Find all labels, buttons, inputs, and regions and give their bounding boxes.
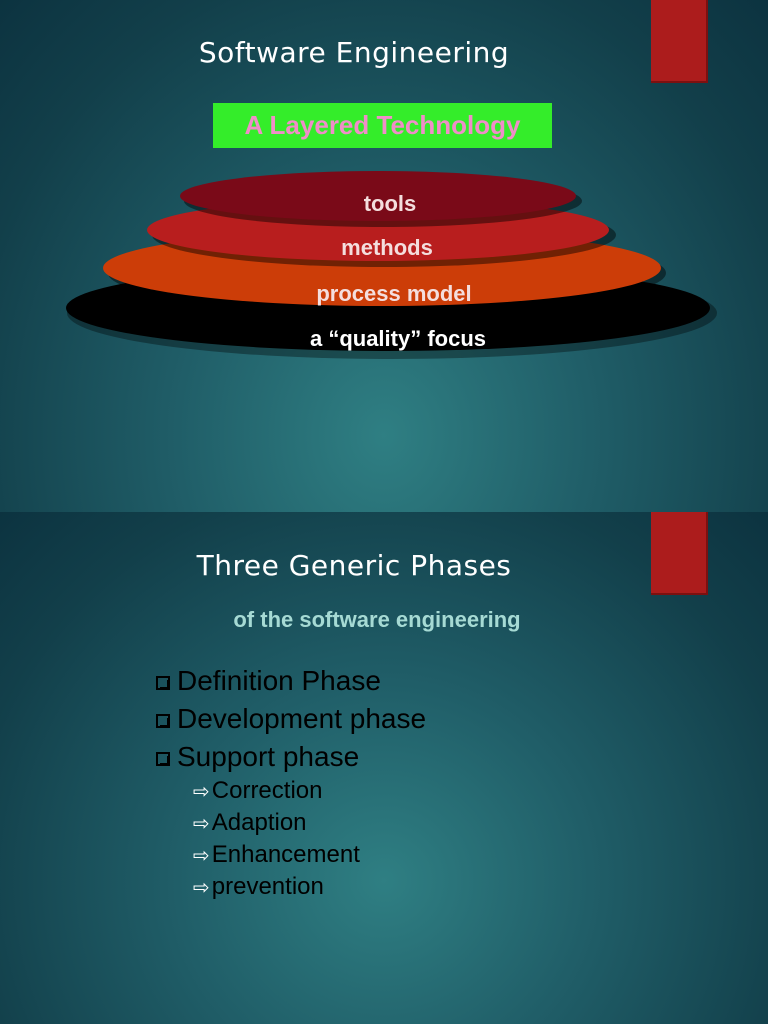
slide-software-engineering: Software Engineering A Layered Technolog…: [0, 0, 768, 512]
list-item: ⇨ prevention: [193, 871, 360, 903]
subtitle-banner: A Layered Technology: [213, 103, 552, 148]
layer-label: tools: [364, 191, 417, 216]
phase-list: Definition Phase Development phase Suppo…: [156, 662, 426, 776]
accent-block: [651, 0, 708, 83]
list-item: ⇨ Enhancement: [193, 839, 360, 871]
sub-item-label: Correction: [211, 777, 323, 804]
layer-diagram: a “quality” focus process model methods …: [66, 171, 717, 359]
slide-generic-phases: Three Generic Phases: [0, 512, 768, 1024]
accent-block: [651, 512, 708, 595]
subtitle-text: A Layered Technology: [244, 110, 521, 140]
layer-label: process model: [316, 281, 471, 306]
sub-item-label: Enhancement: [211, 841, 360, 868]
slide-title: Software Engineering: [198, 36, 510, 69]
layer-label: a “quality” focus: [310, 326, 486, 351]
checkbox-icon: [156, 751, 170, 766]
phase-label: Development phase: [177, 703, 427, 734]
arrow-icon: ⇨: [193, 875, 210, 899]
phase-label: Support phase: [177, 741, 360, 772]
support-sub-list: ⇨ Correction ⇨ Adaption ⇨ Enhancement ⇨ …: [193, 775, 360, 903]
list-item: Definition Phase: [156, 662, 426, 700]
list-item: Development phase: [156, 700, 426, 738]
sub-item-label: prevention: [211, 873, 324, 900]
list-item: ⇨ Correction: [193, 775, 360, 807]
arrow-icon: ⇨: [193, 811, 210, 835]
list-item: Support phase: [156, 738, 426, 776]
list-item: ⇨ Adaption: [193, 807, 360, 839]
layer-label: methods: [341, 235, 433, 260]
arrow-icon: ⇨: [193, 843, 210, 867]
sub-item-label: Adaption: [211, 809, 307, 836]
slide-subheading: of the software engineering: [233, 607, 521, 632]
phase-label: Definition Phase: [177, 665, 381, 696]
layer-tools-disc: [180, 171, 576, 221]
checkbox-icon: [156, 675, 170, 690]
arrow-icon: ⇨: [193, 779, 210, 803]
layer-tools: tools: [180, 171, 582, 227]
slide-title: Three Generic Phases: [196, 549, 512, 582]
checkbox-icon: [156, 713, 170, 728]
